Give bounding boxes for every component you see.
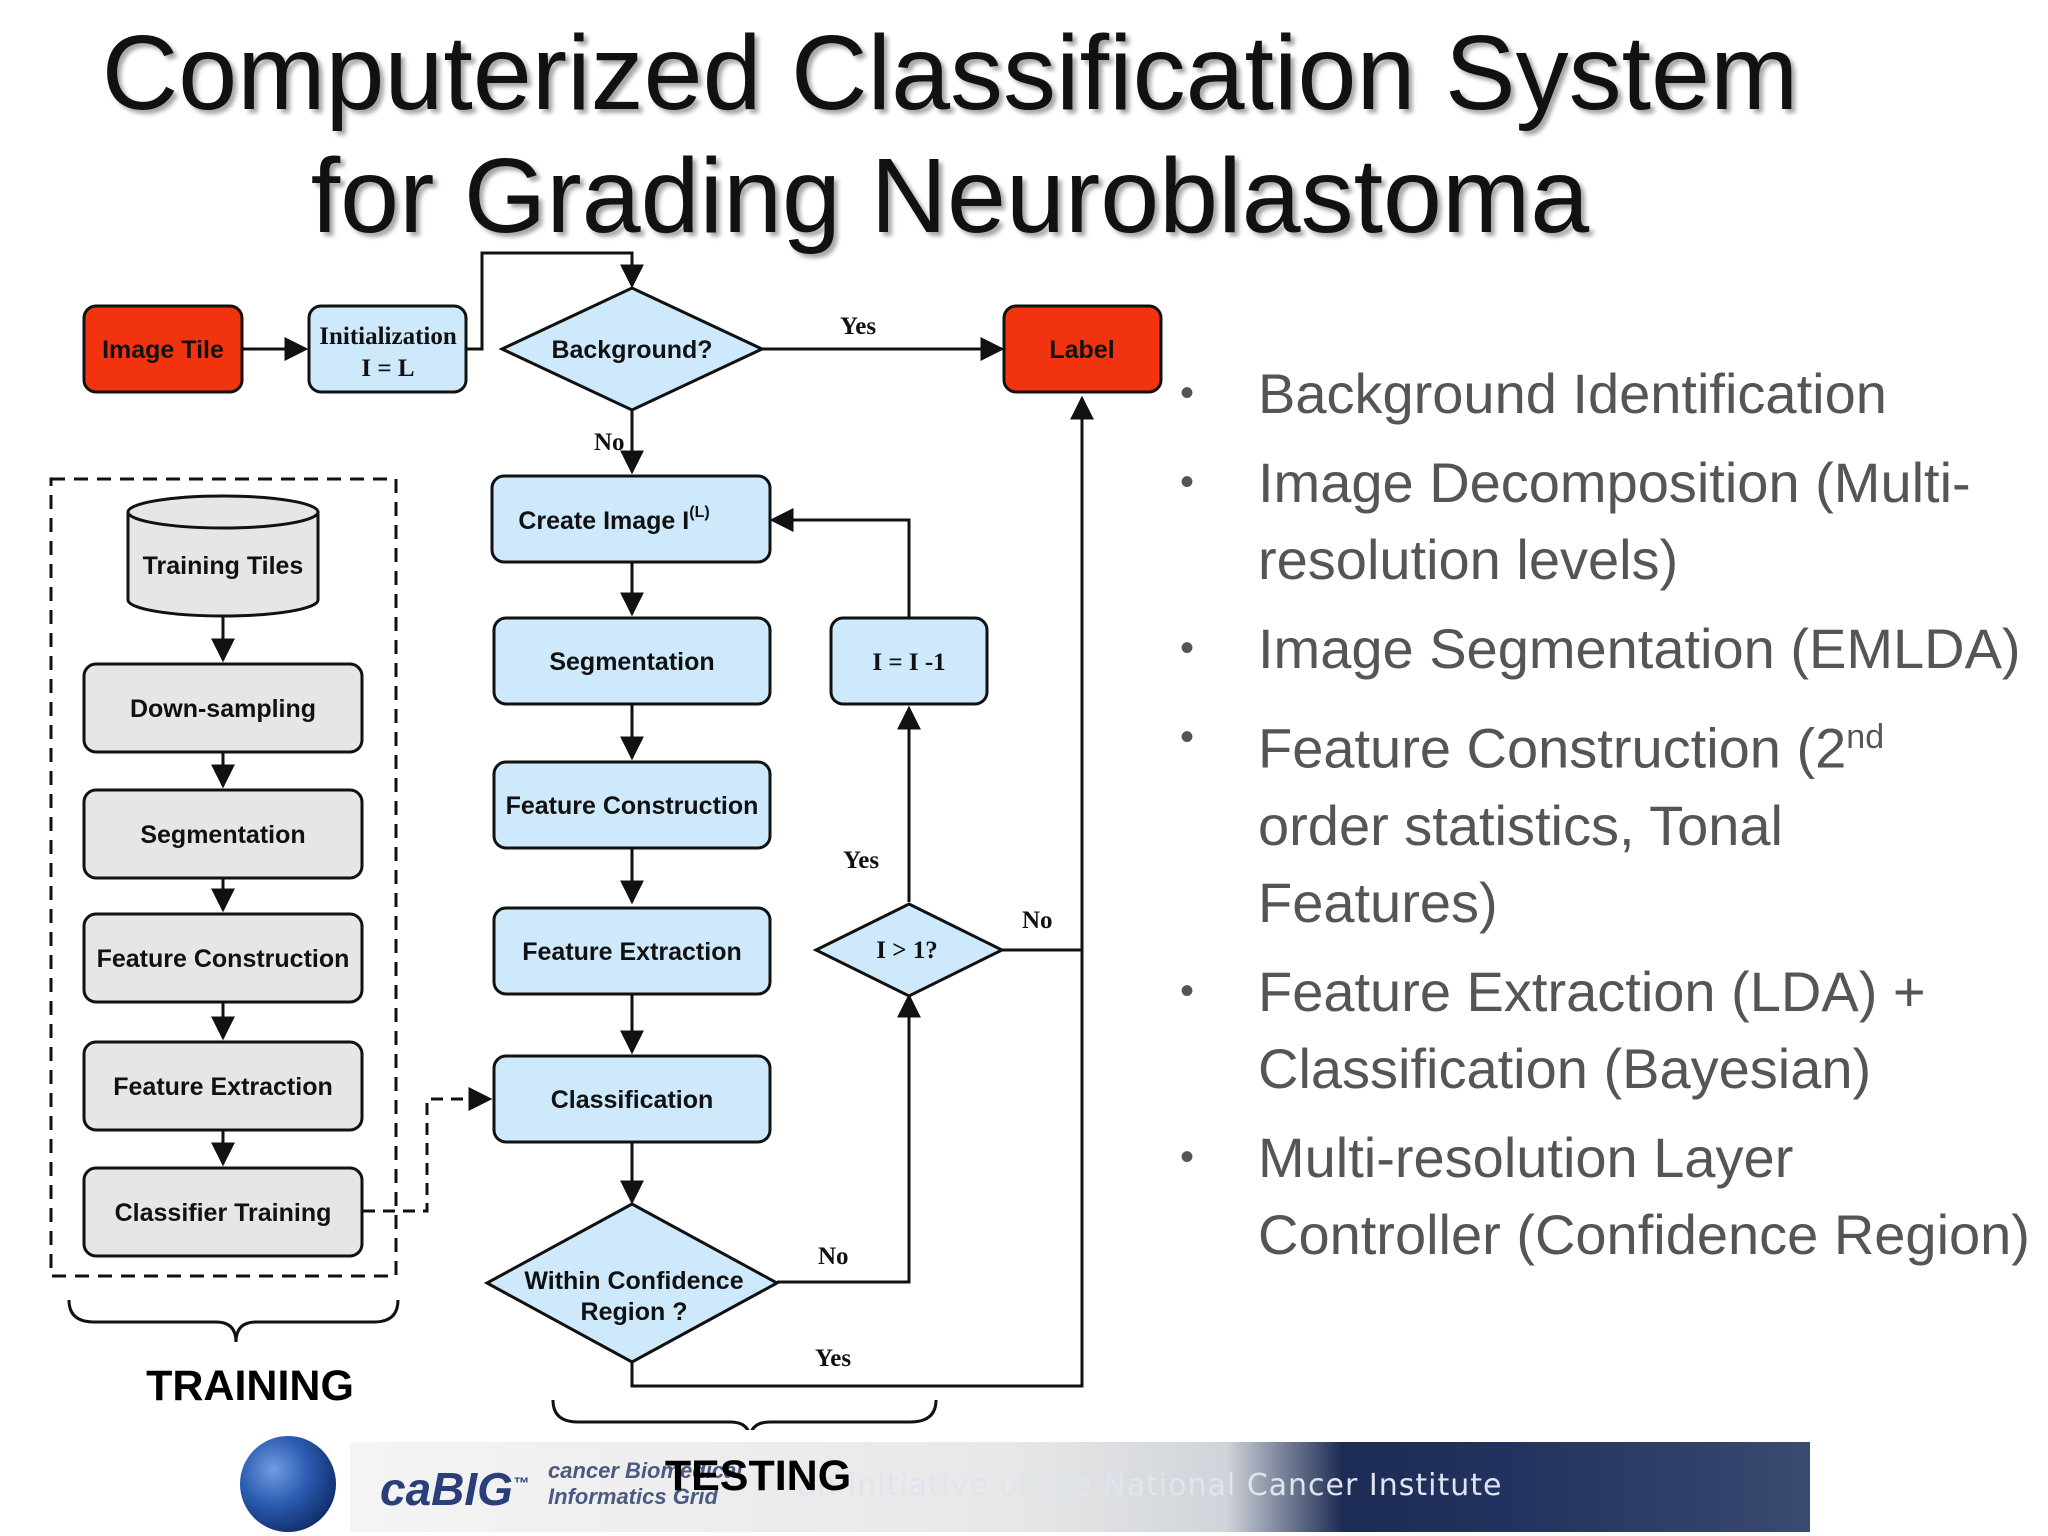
training-section-label: TRAINING (146, 1362, 354, 1410)
node-decrement: I = I -1 (829, 616, 989, 706)
bullet-image-decomposition: •Image Decomposition (Multi-resolution l… (1170, 444, 2030, 598)
node-training-tiles: Training Tiles (126, 494, 320, 618)
bullet-dot: • (1180, 968, 1195, 1013)
node-testing-feature-extraction: Feature Extraction (492, 906, 772, 996)
node-label: Label (1002, 304, 1163, 394)
node-confidence-line2: Region ? (581, 1298, 688, 1326)
training-connectors (211, 614, 493, 1213)
node-down-sampling: Down-sampling (82, 662, 364, 754)
bullet-feature-extraction: •Feature Extraction (LDA) + Classificati… (1170, 953, 2030, 1107)
bullet-layer-controller: •Multi-resolution Layer Controller (Conf… (1170, 1119, 2030, 1273)
node-classifier-training: Classifier Training (82, 1166, 364, 1258)
node-initialization-line2: I = L (361, 355, 414, 382)
edge-label-yes-level: Yes (843, 847, 879, 874)
globe-icon (240, 1436, 336, 1532)
bullet-dot: • (1180, 1134, 1195, 1179)
nci-tagline: an initiative of the National Cancer Ins… (798, 1468, 1503, 1503)
node-create-image-sup: (L) (689, 504, 709, 521)
node-initialization-line1: Initialization (319, 323, 457, 350)
edge-label-yes-confidence: Yes (815, 1345, 851, 1372)
bullet-feature-construction: •Feature Construction (2nd order statist… (1170, 699, 2030, 941)
testing-connectors (242, 251, 1094, 1388)
bullet-dot: • (1180, 715, 1195, 759)
title-line-1: Computerized Classification System (101, 14, 1799, 132)
bullet-background-identification: •Background Identification (1170, 355, 2030, 432)
node-training-segmentation: Segmentation (82, 788, 364, 880)
node-background-decision: Background? (498, 286, 766, 412)
node-training-segmentation-label: Segmentation (140, 821, 305, 849)
node-create-image-label: Create Image I (518, 507, 689, 535)
flowchart: Image Tile Initialization I = L Backgrou… (49, 251, 1163, 1430)
title-line-2: for Grading Neuroblastoma (310, 137, 1590, 255)
node-level-label: I > 1? (876, 937, 937, 964)
node-testing-feature-construction: Feature Construction (492, 760, 772, 850)
bullet-dot: • (1180, 460, 1195, 504)
node-image-tile-label: Image Tile (102, 336, 224, 364)
node-testing-feature-construction-label: Feature Construction (506, 792, 759, 820)
node-confidence-decision: Within Confidence Region ? (483, 1202, 781, 1364)
node-training-feature-construction-label: Feature Construction (97, 945, 350, 973)
bullet-dot: • (1180, 626, 1195, 670)
training-container (49, 477, 398, 1278)
node-training-feature-construction: Feature Construction (82, 912, 364, 1004)
node-down-sampling-label: Down-sampling (130, 695, 316, 723)
node-image-tile: Image Tile (82, 304, 244, 394)
edge-label-yes-background: Yes (840, 313, 876, 340)
node-training-feature-extraction-label: Feature Extraction (113, 1073, 333, 1101)
node-testing-segmentation: Segmentation (492, 616, 772, 706)
bullet-dot: • (1180, 371, 1195, 415)
edge-label-no-level: No (1022, 907, 1053, 934)
node-testing-feature-extraction-label: Feature Extraction (522, 938, 742, 966)
node-label-label: Label (1049, 336, 1114, 364)
node-confidence-line1: Within Confidence (524, 1267, 743, 1295)
node-initialization: Initialization I = L (307, 304, 468, 394)
node-decrement-label: I = I -1 (872, 649, 945, 676)
node-level-decision: I > 1? (812, 902, 1006, 998)
cabig-logo: caBIG™ (380, 1463, 529, 1515)
node-classification-label: Classification (551, 1086, 714, 1114)
training-brace (67, 1299, 400, 1343)
edge-label-no-background: No (594, 429, 625, 456)
node-training-feature-extraction: Feature Extraction (82, 1040, 364, 1132)
node-testing-segmentation-label: Segmentation (549, 648, 714, 676)
edge-label-no-confidence: No (818, 1243, 849, 1270)
node-create-image: Create Image I(L) (490, 474, 772, 564)
node-classifier-training-label: Classifier Training (115, 1199, 332, 1227)
node-classification: Classification (492, 1054, 772, 1144)
bullet-image-segmentation: •Image Segmentation (EMLDA) (1170, 610, 2030, 687)
bullet-list: •Background Identification •Image Decomp… (1170, 355, 2030, 1285)
node-training-tiles-label: Training Tiles (143, 552, 304, 580)
testing-brace (551, 1399, 938, 1430)
node-background-label: Background? (551, 336, 712, 364)
svg-text:Create Image I(L): Create Image I(L) (518, 504, 709, 535)
footer-band (350, 1442, 1810, 1532)
